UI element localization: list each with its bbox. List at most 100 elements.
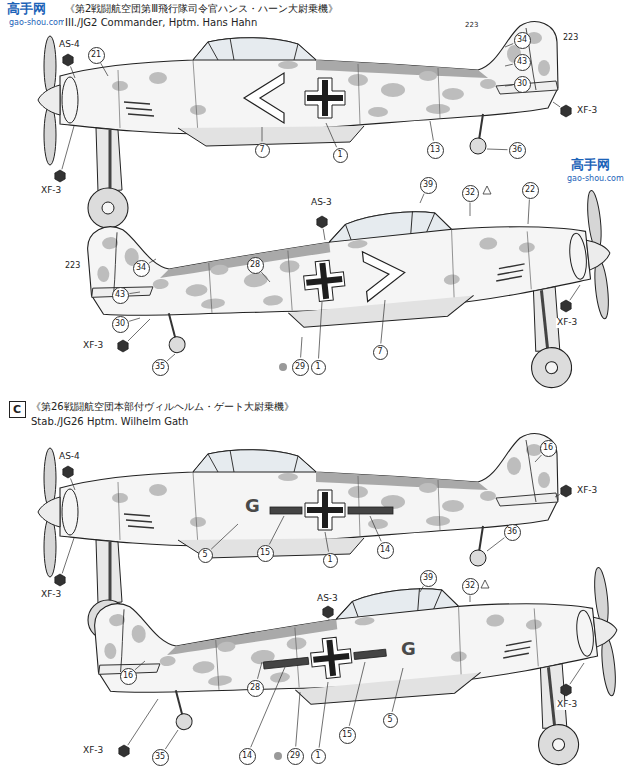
- callout-number: 14: [377, 542, 394, 559]
- callout-text: 1: [337, 151, 342, 159]
- leader-line: [535, 455, 542, 462]
- paint-hex-symbol: [55, 170, 65, 182]
- leader-line: [296, 692, 300, 747]
- callout-text: 39: [423, 574, 433, 582]
- warning-mark: [481, 580, 489, 588]
- callout-number: 28: [247, 257, 264, 274]
- leader-line: [349, 662, 365, 726]
- watermark: 高手网: [570, 158, 611, 172]
- callout-number: 1: [323, 553, 338, 568]
- paint-code: XF-3: [576, 486, 598, 496]
- paint-hex-symbol: [561, 485, 571, 497]
- callout-text: 15: [342, 731, 352, 739]
- callout-text: 34: [517, 36, 527, 44]
- callout-text: 32: [465, 582, 475, 590]
- callout-number: 34: [133, 260, 150, 277]
- callout-text: 15: [260, 549, 270, 557]
- callout-number: 15: [257, 545, 274, 562]
- aircraft-side-left: [38, 22, 558, 228]
- watermark: gao-shou.com: [566, 175, 625, 184]
- leader-line: [370, 516, 381, 541]
- callout-text: 43: [517, 58, 527, 66]
- leader-line: [71, 479, 76, 491]
- paint-code: XF-3: [556, 318, 578, 328]
- leader-line: [319, 682, 328, 748]
- callout-text: 21: [91, 51, 101, 59]
- callout-text: 5: [387, 716, 392, 724]
- callout-text: 14: [242, 752, 252, 760]
- callout-number: 22: [522, 182, 539, 199]
- leader-line: [470, 203, 471, 217]
- callout-text: 16: [543, 444, 553, 452]
- callout-text: 39: [423, 181, 433, 189]
- leader-line: [128, 699, 158, 745]
- callout-text: 14: [380, 546, 390, 554]
- callout-number: 5: [198, 548, 213, 563]
- paint-hex-symbol: [63, 466, 73, 478]
- leader-line: [301, 337, 302, 358]
- leader-line: [392, 668, 403, 712]
- callout-number: 28: [247, 680, 264, 697]
- paint-code: AS-3: [310, 198, 333, 208]
- callout-number: 43: [112, 287, 129, 304]
- leader-line: [420, 586, 423, 592]
- callout-number: 35: [152, 749, 169, 766]
- callout-text: 43: [115, 291, 125, 299]
- callout-text: 1: [315, 752, 320, 760]
- leader-line: [262, 127, 263, 142]
- paint-code: XF-3: [576, 106, 598, 116]
- watermark: 高手网: [6, 2, 47, 16]
- callout-text: 35: [155, 363, 165, 371]
- callout-text: 1: [327, 556, 332, 564]
- leader-line: [128, 319, 150, 341]
- callout-number: 14: [239, 748, 256, 765]
- paint-code: XF-3: [82, 746, 104, 756]
- leader-line: [325, 532, 329, 552]
- leader-line: [269, 516, 284, 545]
- leader-line: [167, 354, 175, 361]
- watermark: gao-shou.com: [8, 19, 67, 28]
- callout-number: 35: [152, 359, 169, 376]
- paint-hex-symbol: [118, 340, 128, 352]
- paint-hex-symbol: [63, 54, 73, 66]
- callout-number: 1: [311, 749, 326, 764]
- paint-dot: [279, 363, 287, 371]
- callout-text: 1: [315, 363, 320, 371]
- callout-number: 5: [383, 713, 398, 728]
- leader-line: [487, 149, 508, 151]
- callout-text: 28: [250, 261, 260, 269]
- leader-line: [62, 538, 74, 573]
- paint-hex-symbol: [561, 300, 571, 312]
- marking-letter: G: [400, 639, 417, 659]
- callout-number: 7: [373, 345, 388, 360]
- aircraft-title: Stab./JG26 Hptm. Wilhelm Gath: [30, 416, 189, 427]
- callout-number: 32: [462, 578, 479, 595]
- callout-number: 36: [504, 524, 521, 541]
- callout-text: 16: [123, 672, 133, 680]
- paint-dot: [274, 752, 282, 760]
- callout-number: 16: [540, 440, 557, 457]
- callout-number: 16: [120, 668, 137, 685]
- paint-hex-symbol: [561, 105, 571, 117]
- marking-letter: G: [244, 496, 261, 516]
- leader-line: [129, 318, 140, 321]
- callout-number: 21: [88, 47, 105, 64]
- paint-hex-symbol: [119, 745, 129, 757]
- callout-text: 36: [507, 528, 517, 536]
- callout-number: 1: [333, 148, 348, 163]
- leader-line: [62, 126, 74, 169]
- callout-text: 29: [295, 363, 305, 371]
- callout-text: 29: [290, 752, 300, 760]
- callout-number: 39: [420, 177, 437, 194]
- callout-text: 22: [525, 186, 535, 194]
- variant-letter: C: [13, 404, 21, 415]
- paint-code: XF-3: [40, 186, 62, 196]
- callout-text: 5: [202, 551, 207, 559]
- callout-number: 13: [427, 142, 444, 159]
- leader-line: [420, 194, 424, 203]
- leader-line: [319, 302, 323, 359]
- leader-line: [553, 102, 560, 107]
- callout-text: 13: [430, 146, 440, 154]
- callout-text: 36: [512, 146, 522, 154]
